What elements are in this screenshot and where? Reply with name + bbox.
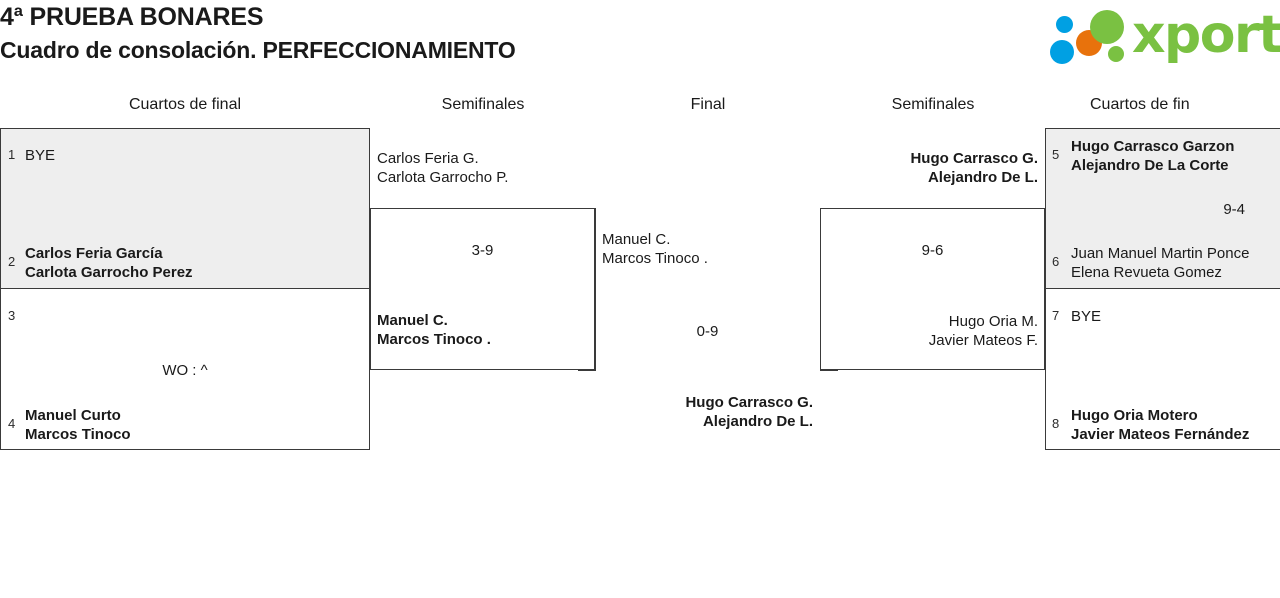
team-name: Hugo Oria M. Javier Mateos F.	[928, 313, 1038, 349]
team-name: Manuel C. Marcos Tinoco .	[602, 231, 708, 267]
logo-wordmark: xporty	[1132, 5, 1280, 65]
match-score: 0-9	[696, 323, 719, 340]
final-stub-left	[578, 370, 596, 371]
seed-number: 7	[1052, 308, 1060, 323]
match-left-qf-1[interactable]	[0, 128, 370, 289]
round-header-right-quarterfinals: Cuartos de fin	[1090, 96, 1190, 113]
team-name: Juan Manuel Martin Ponce Elena Revueta G…	[1071, 245, 1250, 281]
team-name: BYE	[1071, 308, 1102, 325]
match-right-semifinal[interactable]	[820, 208, 1045, 370]
xporty-logo[interactable]: xporty	[1048, 5, 1280, 65]
team-name: Manuel C. Marcos Tinoco .	[377, 312, 491, 348]
logo-dot-blue-small-icon	[1056, 16, 1073, 33]
team-name: Hugo Carrasco G. Alejandro De L.	[685, 394, 813, 430]
final-rail-left	[595, 208, 596, 371]
match-score: 3-9	[471, 242, 494, 259]
logo-dot-blue-large-icon	[1050, 40, 1074, 64]
logo-dot-green-small-icon	[1108, 46, 1124, 62]
seed-number: 5	[1052, 147, 1060, 162]
team-name: Hugo Carrasco G. Alejandro De L.	[910, 150, 1038, 186]
round-header-right-semifinals: Semifinales	[891, 96, 975, 113]
team-name: Manuel Curto Marcos Tinoco	[25, 407, 131, 443]
match-score: 9-6	[921, 242, 944, 259]
logo-dot-green-large-icon	[1090, 10, 1124, 44]
team-name: Hugo Oria Motero Javier Mateos Fernández	[1071, 407, 1250, 443]
match-left-qf-2[interactable]	[0, 288, 370, 450]
team-name: Carlos Feria García Carlota Garrocho Per…	[25, 245, 193, 281]
team-name: Hugo Carrasco Garzon Alejandro De La Cor…	[1071, 138, 1235, 174]
seed-number: 4	[8, 416, 16, 431]
seed-number: 2	[8, 254, 16, 269]
match-score: WO : ^	[162, 362, 208, 379]
page-title: 4ª PRUEBA BONARES Cuadro de consolación.…	[0, 0, 760, 67]
seed-number: 6	[1052, 254, 1060, 269]
match-right-qf-1[interactable]	[1045, 128, 1280, 289]
tournament-name: 4ª PRUEBA BONARES	[0, 3, 264, 31]
round-header-left-quarterfinals: Cuartos de final	[128, 96, 242, 113]
seed-number: 3	[8, 308, 16, 323]
round-header-left-semifinals: Semifinales	[441, 96, 525, 113]
logo-dots-icon	[1048, 8, 1140, 64]
match-right-qf-2[interactable]	[1045, 288, 1280, 450]
match-left-semifinal[interactable]	[370, 208, 595, 370]
tournament-subtitle: Cuadro de consolación. PERFECCIONAMIENTO	[0, 37, 516, 63]
seed-number: 8	[1052, 416, 1060, 431]
round-header-final: Final	[690, 96, 726, 113]
team-name: Carlos Feria G. Carlota Garrocho P.	[377, 150, 509, 186]
final-stub-right	[820, 370, 838, 371]
match-score: 9-4	[1223, 201, 1245, 218]
team-name: BYE	[25, 147, 56, 164]
seed-number: 1	[8, 147, 16, 162]
